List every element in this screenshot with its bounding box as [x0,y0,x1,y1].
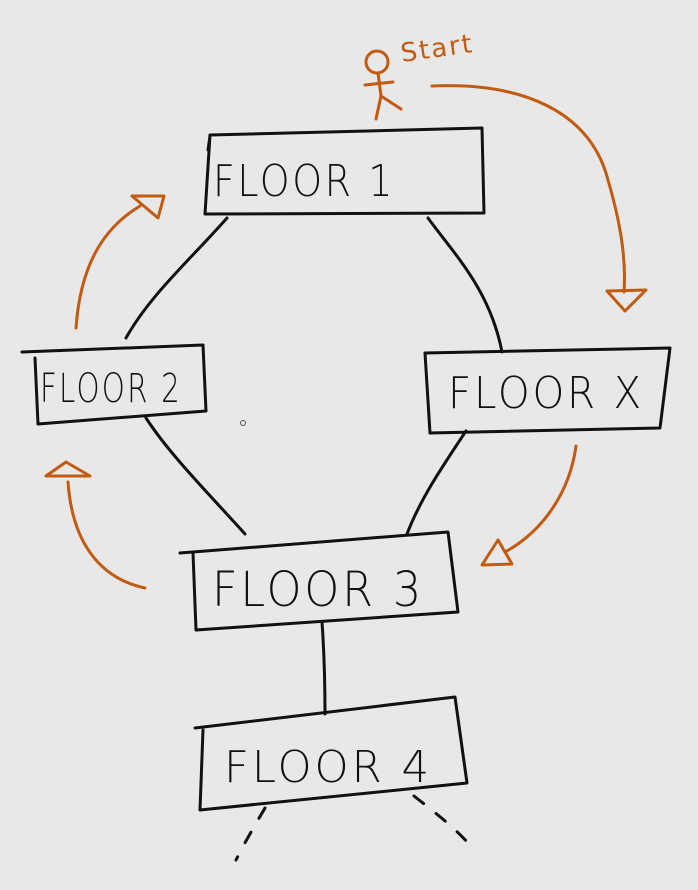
flow-arrow-floorx-to-floor3 [480,444,578,567]
start-figure: Start [363,29,476,121]
flow-arrow-floor2-to-floor1 [74,194,166,330]
edges [124,216,504,862]
arrowhead-left-icon [480,538,514,567]
node-floor-3: FLOOR 3 [178,530,460,632]
node-floor-1: FLOOR 1 [203,126,486,216]
cursor-dot [240,420,246,426]
arrowhead-right-icon [130,194,166,220]
edge-floor2-floor3 [144,416,247,536]
node-floor-3-label: FLOOR 3 [212,562,424,618]
edge-floor3-floor4 [320,620,327,716]
flow-arrows [44,84,648,590]
edge-floor4-continue-right [412,794,476,852]
edge-floor1-floorx [426,216,504,354]
edge-floor1-floor2 [124,216,229,340]
node-floor-4-label: FLOOR 4 [224,742,432,793]
start-label: Start [399,29,476,69]
edge-floorx-floor3 [405,429,468,536]
flow-arrow-floor3-to-floor2 [44,460,147,590]
edge-floor4-continue-left [234,806,267,862]
flow-arrow-start-to-floorx [430,84,648,313]
arrowhead-up-icon [44,460,92,478]
stick-figure-icon [363,49,403,121]
node-floor-2: FLOOR 2 [20,343,208,426]
arrowhead-down-icon [605,288,648,313]
node-floor-4: FLOOR 4 [193,695,469,812]
node-floor-2-label: FLOOR 2 [40,366,182,412]
node-floor-x-label: FLOOR X [448,368,644,419]
node-floor-x: FLOOR X [423,346,672,435]
node-floor-1-label: FLOOR 1 [213,156,395,207]
